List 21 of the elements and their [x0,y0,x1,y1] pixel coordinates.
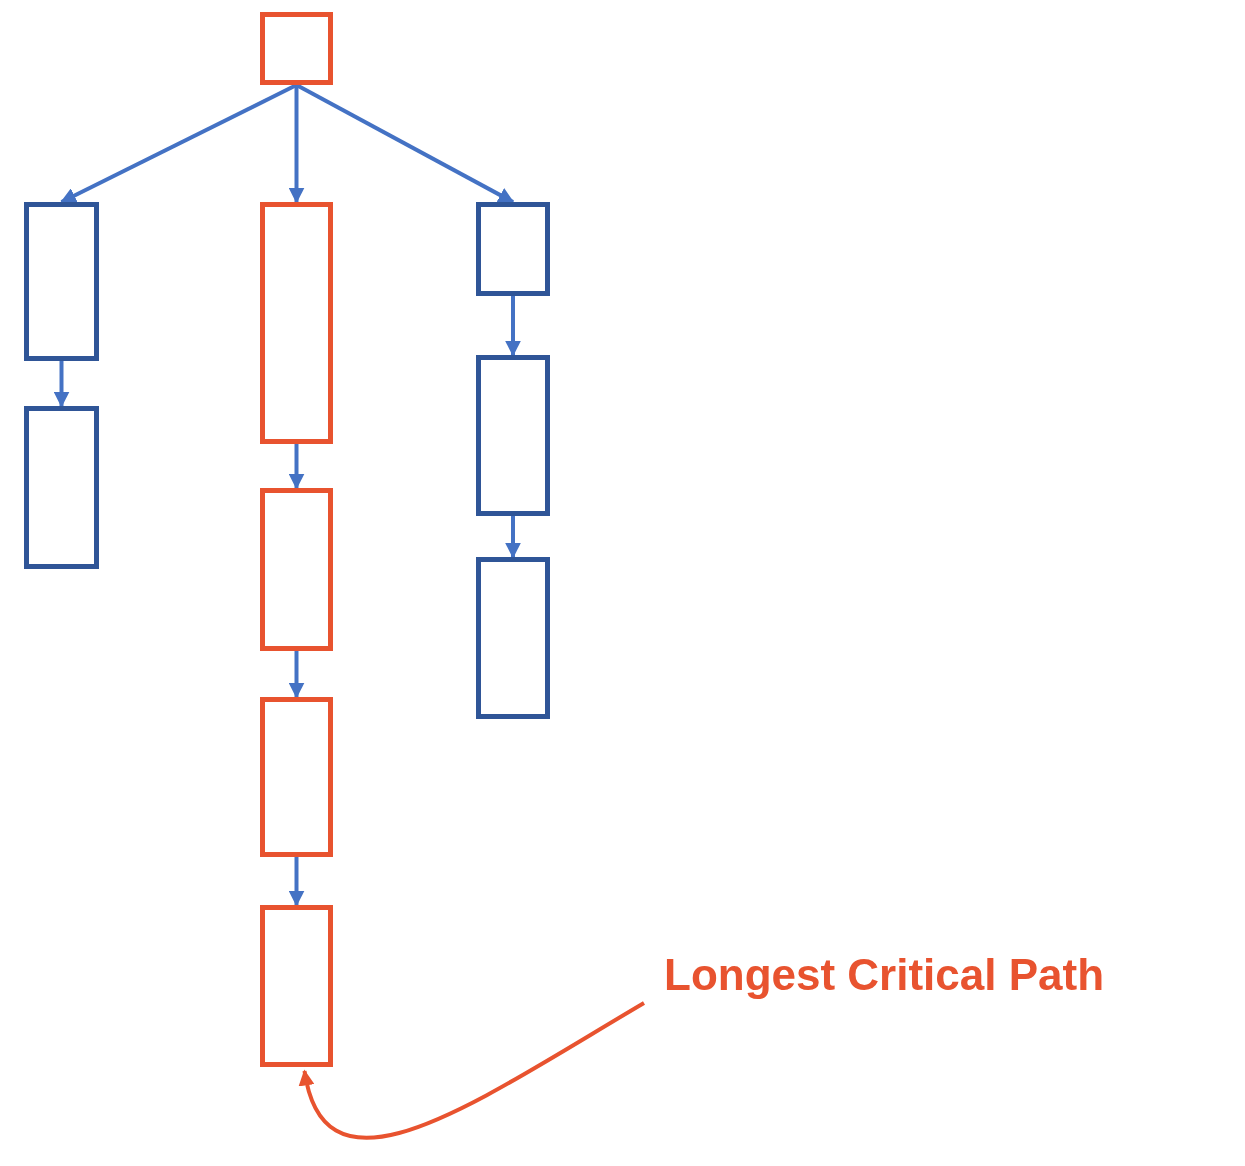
arrow [53,361,70,408]
task-box [476,557,550,719]
arrow [505,296,521,357]
callout-label: Longest Critical Path [664,953,1105,997]
arrow [505,516,521,559]
arrow [288,857,305,907]
critical-task-box [260,202,333,444]
critical-task-box [260,488,333,651]
arrow [295,83,515,204]
task-box [24,202,99,361]
arrow [60,83,298,204]
critical-task-box [260,905,333,1067]
critical-task-box [260,12,333,85]
task-box [476,355,550,516]
critical-task-box [260,697,333,857]
task-box [476,202,550,296]
task-box [24,406,99,569]
arrow [288,651,305,699]
arrow [300,1001,646,1140]
arrow [288,444,305,490]
arrow [288,85,305,204]
